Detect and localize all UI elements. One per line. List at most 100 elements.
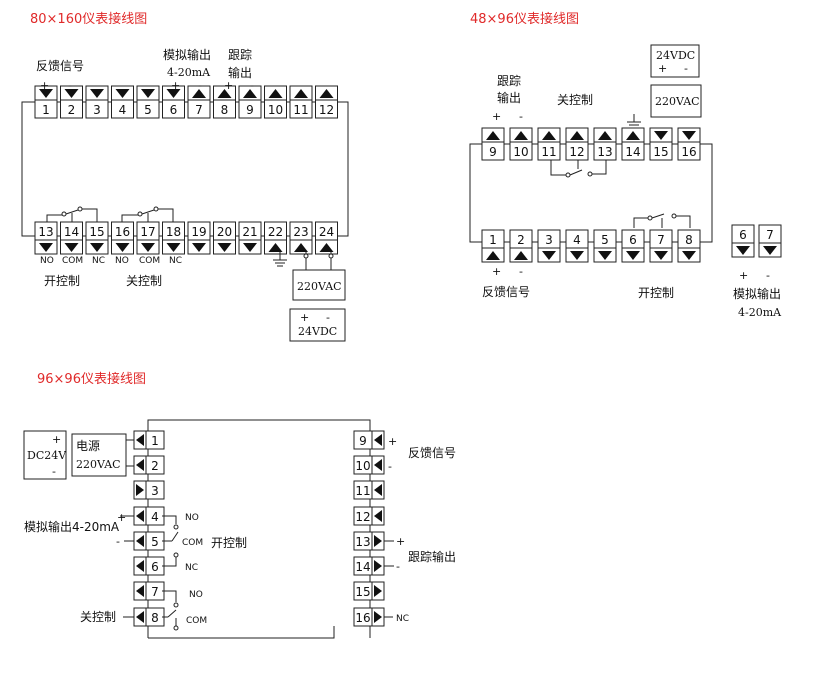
feedback-signal-label: 反馈信号	[482, 285, 530, 299]
terminal-22: 22	[264, 221, 287, 255]
terminal-number: 4	[119, 103, 127, 117]
track-output-label-1: 跟踪	[497, 74, 521, 88]
minus-sign: -	[766, 269, 770, 282]
terminal-number: 13	[597, 145, 612, 159]
nc-label: NC	[169, 256, 182, 266]
terminal-12: 12	[315, 85, 338, 119]
track-output-label: 跟踪输出	[408, 549, 456, 564]
terminal-arrow-icon	[90, 243, 104, 252]
terminal-arrow-icon	[654, 131, 668, 140]
track-output-wires	[384, 540, 394, 567]
diagram-96x96-title: 96×96仪表接线图	[37, 371, 146, 387]
minus-sign: -	[388, 460, 392, 473]
power-220vac-box	[650, 84, 702, 118]
terminal-arrow-icon	[136, 611, 144, 623]
com-label: COM	[62, 256, 83, 266]
terminal-number: 20	[217, 225, 232, 239]
plus-sign: +	[492, 110, 501, 123]
instrument-body-48x96	[469, 143, 713, 243]
terminal-2: 2	[60, 85, 83, 119]
terminal-arrow-icon	[166, 243, 181, 252]
power-dc24v-box	[23, 430, 67, 480]
terminal-arrow-icon	[570, 251, 584, 260]
power-wires	[126, 439, 134, 467]
terminal-arrow-icon	[268, 243, 283, 252]
terminal-number: 2	[517, 233, 525, 247]
nc-label: NC	[185, 563, 198, 573]
terminal-number: 8	[151, 611, 159, 625]
terminal-number: 3	[545, 233, 553, 247]
minus-sign: -	[396, 560, 400, 573]
terminal-number: 1	[151, 434, 159, 448]
terminal-arrow-icon	[243, 243, 257, 252]
no-label: NO	[115, 256, 129, 266]
terminal-arrow-icon	[374, 585, 382, 597]
open-control-label: 开控制	[638, 286, 674, 300]
terminal-number: 14	[355, 560, 370, 574]
terminal-4: 4	[111, 85, 134, 119]
terminal-number: 6	[151, 560, 159, 574]
terminal-arrow-icon	[319, 243, 334, 252]
plus-sign: +	[171, 79, 180, 92]
terminal-arrow-icon	[626, 131, 640, 140]
plus-sign: +	[492, 265, 501, 278]
minus-sign: -	[68, 79, 72, 92]
terminal-arrow-icon	[374, 535, 382, 547]
terminal-number: 2	[68, 103, 76, 117]
terminal-2: 2	[133, 455, 165, 475]
terminal-arrow-icon	[294, 243, 308, 252]
nc-label: NC	[396, 614, 409, 624]
ground-symbol	[273, 252, 287, 267]
terminal-2: 2	[509, 229, 533, 263]
terminal-arrow-icon	[682, 251, 696, 260]
power-220vac-box	[71, 433, 127, 477]
terminal-number: 10	[268, 103, 283, 117]
terminal-16: 16	[353, 607, 385, 627]
terminal-arrow-icon	[268, 89, 283, 98]
terminal-7: 7	[649, 229, 673, 263]
terminal-19: 19	[187, 221, 211, 255]
analog-output-wires	[120, 515, 134, 542]
terminal-number: 3	[151, 484, 159, 498]
minus-sign: -	[519, 265, 523, 278]
terminal-7: 7	[187, 85, 211, 119]
terminal-arrow-icon	[136, 434, 144, 446]
plus-sign: +	[388, 435, 397, 448]
terminal-arrow-icon	[654, 251, 668, 260]
terminal-10: 10	[264, 85, 287, 119]
terminal-5: 5	[593, 229, 617, 263]
terminal-number: 6	[170, 103, 178, 117]
open-control-relay-contacts	[46, 206, 98, 222]
terminal-number: 1	[489, 233, 497, 247]
terminal-5: 5	[133, 531, 165, 551]
terminal-number: 15	[355, 585, 370, 599]
terminal-4: 4	[133, 506, 165, 526]
terminal-number: 12	[569, 145, 584, 159]
terminal-number: 15	[653, 145, 668, 159]
terminal-number: 7	[195, 103, 203, 117]
plus-sign: +	[52, 433, 61, 446]
track-output-label-1: 跟踪	[228, 48, 252, 62]
open-control-relay-contacts	[633, 213, 691, 228]
terminal-arrow-icon	[192, 243, 206, 252]
terminal-arrow-icon	[486, 251, 500, 260]
diagram-80x160-title: 80×160仪表接线图	[30, 11, 147, 27]
terminal-6: 6	[162, 85, 185, 119]
terminal-23: 23	[289, 221, 313, 255]
terminal-14: 14	[60, 221, 83, 255]
terminal-20: 20	[213, 221, 236, 255]
terminal-arrow-icon	[141, 243, 155, 252]
terminal-arrow-icon	[294, 89, 308, 98]
terminal-1: 1	[34, 85, 58, 119]
terminal-14: 14	[353, 556, 385, 576]
terminal-number: 7	[151, 585, 159, 599]
close-control-label: 关控制	[126, 274, 162, 288]
analog-range-label: 4-20mA	[738, 306, 782, 319]
plus-sign: +	[739, 269, 748, 282]
terminal-18: 18	[162, 221, 185, 255]
terminal-3: 3	[133, 480, 165, 500]
